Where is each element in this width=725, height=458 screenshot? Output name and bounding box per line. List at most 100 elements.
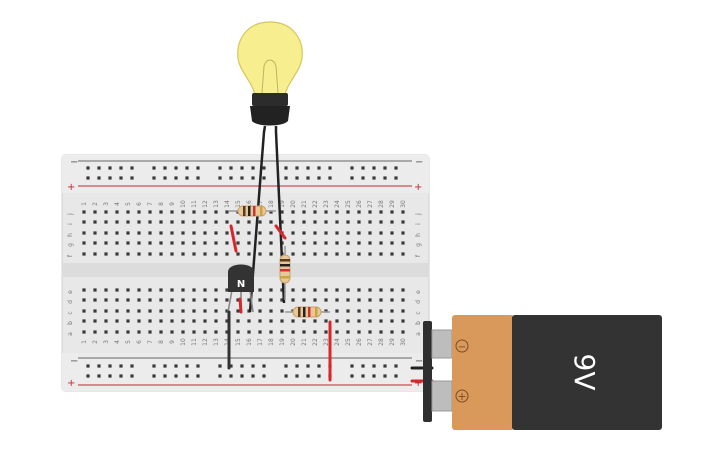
breadboard-hole <box>214 288 218 292</box>
breadboard-hole <box>159 330 163 334</box>
breadboard-hole <box>203 252 207 256</box>
breadboard-hole <box>115 231 119 235</box>
breadboard-hole <box>203 210 207 214</box>
breadboard-hole <box>148 309 152 313</box>
rail-hole <box>218 166 222 170</box>
column-label-top: 4 <box>114 202 121 206</box>
breadboard-hole <box>357 231 361 235</box>
breadboard-hole <box>379 330 383 334</box>
rail-hole <box>108 166 112 170</box>
breadboard-hole <box>390 252 394 256</box>
rail-hole <box>97 166 101 170</box>
breadboard-hole <box>247 220 251 224</box>
breadboard-hole <box>82 330 86 334</box>
rail-hole <box>185 176 189 180</box>
breadboard-hole <box>225 288 229 292</box>
rail-hole <box>350 374 354 378</box>
rail-hole <box>229 374 233 378</box>
breadboard-hole <box>258 309 262 313</box>
breadboard-hole <box>335 309 339 313</box>
breadboard-hole <box>379 210 383 214</box>
breadboard-hole <box>104 288 108 292</box>
breadboard-hole <box>115 330 119 334</box>
battery-plus-symbol: + <box>457 390 466 403</box>
breadboard-hole <box>324 241 328 245</box>
rail-hole <box>251 364 255 368</box>
breadboard-hole <box>181 252 185 256</box>
resistor-vertical[interactable] <box>279 246 291 300</box>
column-label-top: 6 <box>136 202 143 206</box>
breadboard-hole <box>401 210 405 214</box>
rail-hole <box>240 176 244 180</box>
breadboard-hole <box>214 319 218 323</box>
rail-hole <box>229 364 233 368</box>
breadboard-hole <box>192 220 196 224</box>
column-label-bottom: 5 <box>125 340 132 344</box>
column-label-bottom: 28 <box>378 338 385 346</box>
breadboard-hole <box>335 241 339 245</box>
light-bulb[interactable] <box>237 21 303 126</box>
breadboard-hole <box>93 330 97 334</box>
column-label-bottom: 3 <box>103 340 110 344</box>
row-label-right: e <box>415 290 422 294</box>
breadboard-hole <box>137 309 141 313</box>
breadboard-hole <box>115 252 119 256</box>
breadboard-hole <box>214 241 218 245</box>
breadboard-hole <box>247 231 251 235</box>
breadboard-hole <box>159 319 163 323</box>
breadboard-hole <box>291 330 295 334</box>
breadboard-hole <box>115 241 119 245</box>
rail-hole <box>328 176 332 180</box>
breadboard-hole <box>236 231 240 235</box>
breadboard-hole <box>401 220 405 224</box>
breadboard-hole <box>368 241 372 245</box>
red-wire-collector[interactable] <box>274 224 287 240</box>
breadboard-hole <box>159 252 163 256</box>
column-label-bottom: 21 <box>301 338 308 346</box>
column-label-top: 22 <box>312 200 319 208</box>
rail-hole <box>361 176 365 180</box>
rail-hole <box>306 374 310 378</box>
breadboard-hole <box>137 231 141 235</box>
column-label-bottom: 29 <box>389 338 396 346</box>
row-label-right: b <box>415 321 422 325</box>
column-label-top: 23 <box>323 200 330 208</box>
breadboard-hole <box>148 220 152 224</box>
rail-hole <box>383 374 387 378</box>
rail-hole <box>394 364 398 368</box>
rail-hole <box>218 176 222 180</box>
rail-hole <box>361 374 365 378</box>
breadboard-hole <box>93 319 97 323</box>
rail-hole <box>196 176 200 180</box>
rail-hole <box>295 176 299 180</box>
breadboard-hole <box>203 309 207 313</box>
breadboard-hole <box>302 210 306 214</box>
column-label-top: 9 <box>169 202 176 206</box>
breadboard-hole <box>170 288 174 292</box>
breadboard-hole <box>269 309 273 313</box>
breadboard-hole <box>357 241 361 245</box>
resistor-bottom[interactable] <box>285 306 330 318</box>
column-label-top: 13 <box>213 200 220 208</box>
breadboard-hole <box>181 330 185 334</box>
red-wire-base[interactable] <box>229 224 238 253</box>
row-label-right: h <box>415 233 422 237</box>
row-label-right: d <box>415 300 422 304</box>
breadboard-hole <box>390 298 394 302</box>
breadboard-hole <box>93 220 97 224</box>
resistor-top[interactable] <box>229 205 276 217</box>
breadboard-hole <box>214 309 218 313</box>
rail-hole <box>295 166 299 170</box>
rail-hole <box>152 166 156 170</box>
red-wire-transistor[interactable] <box>238 297 243 314</box>
breadboard-hole <box>225 330 229 334</box>
breadboard-hole <box>236 330 240 334</box>
breadboard-hole <box>346 298 350 302</box>
rail-hole <box>251 166 255 170</box>
breadboard-hole <box>126 210 130 214</box>
breadboard-hole <box>390 288 394 292</box>
breadboard-hole <box>291 288 295 292</box>
battery-9v[interactable]: − + 9V <box>423 315 662 430</box>
battery-minus-circle <box>455 339 469 353</box>
rail-hole <box>306 176 310 180</box>
